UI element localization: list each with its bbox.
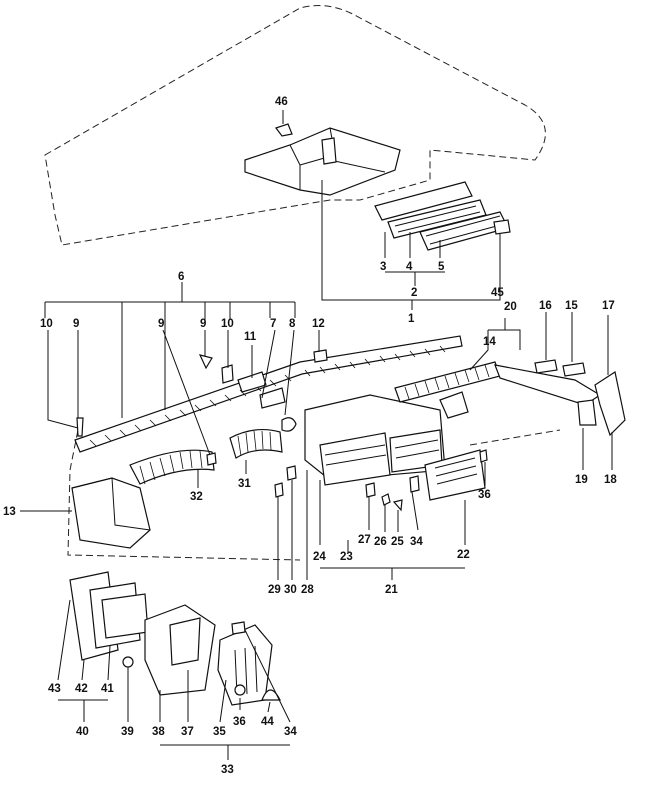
callout-36-upper: 36 bbox=[478, 489, 491, 501]
lower-grille-35 bbox=[217, 621, 281, 706]
lower-duct-37 bbox=[144, 604, 216, 696]
callout-44: 44 bbox=[261, 716, 274, 728]
side-defroster-duct bbox=[74, 335, 463, 453]
callout-39: 39 bbox=[121, 726, 134, 738]
callout-33: 33 bbox=[221, 764, 234, 776]
callout-13: 13 bbox=[3, 506, 16, 518]
callout-7: 7 bbox=[270, 318, 276, 330]
callout-30: 30 bbox=[284, 584, 297, 596]
clip-46-part bbox=[275, 123, 293, 137]
callout-2: 2 bbox=[411, 287, 417, 299]
callout-34-upper: 34 bbox=[410, 536, 423, 548]
side-vent-grille bbox=[424, 449, 486, 501]
screw-39-part bbox=[122, 656, 134, 680]
callout-9-left: 9 bbox=[73, 318, 79, 330]
callout-20: 20 bbox=[504, 301, 517, 313]
callout-10-left: 10 bbox=[40, 318, 53, 330]
callout-15: 15 bbox=[565, 300, 578, 312]
callout-17: 17 bbox=[602, 300, 615, 312]
callout-1: 1 bbox=[408, 313, 415, 325]
callout-36-lower: 36 bbox=[233, 716, 246, 728]
callout-6: 6 bbox=[178, 271, 184, 283]
dashboard-outline bbox=[44, 5, 561, 561]
callout-46: 46 bbox=[275, 96, 288, 108]
callout-32: 32 bbox=[190, 491, 203, 503]
callout-10-right: 10 bbox=[221, 318, 234, 330]
callout-45: 45 bbox=[491, 287, 504, 299]
callout-26: 26 bbox=[374, 536, 387, 548]
callout-28: 28 bbox=[301, 584, 314, 596]
callout-37: 37 bbox=[181, 726, 194, 738]
lower-duct-40 bbox=[69, 571, 149, 661]
callout-9-right: 9 bbox=[200, 318, 206, 330]
callout-18: 18 bbox=[604, 474, 617, 486]
left-side-duct bbox=[71, 477, 151, 549]
callout-12: 12 bbox=[312, 318, 325, 330]
small-clips bbox=[76, 349, 488, 512]
callout-3: 3 bbox=[380, 261, 386, 273]
flex-hose bbox=[129, 428, 283, 485]
callout-21: 21 bbox=[385, 584, 398, 596]
right-side-parts bbox=[534, 359, 626, 437]
callout-43: 43 bbox=[48, 683, 61, 695]
leader-lines bbox=[20, 110, 613, 760]
callout-40: 40 bbox=[76, 726, 89, 738]
callout-27: 27 bbox=[358, 534, 371, 546]
callout-38: 38 bbox=[152, 726, 165, 738]
callout-35: 35 bbox=[213, 726, 226, 738]
callout-5: 5 bbox=[438, 261, 445, 273]
callout-8: 8 bbox=[289, 318, 296, 330]
defroster-nozzle bbox=[244, 127, 401, 196]
callout-labels: 46 3 4 5 2 45 1 6 10 9 9 9 10 7 8 11 12 … bbox=[3, 96, 617, 776]
callout-31: 31 bbox=[238, 478, 251, 490]
callout-34-lower: 34 bbox=[284, 726, 297, 738]
callout-29: 29 bbox=[268, 584, 281, 596]
defroster-garnish bbox=[374, 181, 511, 251]
center-vent-duct bbox=[304, 394, 446, 486]
callout-22: 22 bbox=[457, 549, 470, 561]
callout-19: 19 bbox=[575, 474, 588, 486]
callout-14: 14 bbox=[483, 336, 496, 348]
callout-4: 4 bbox=[406, 261, 413, 273]
callout-25: 25 bbox=[391, 536, 404, 548]
callout-23: 23 bbox=[340, 551, 353, 563]
callout-16: 16 bbox=[539, 300, 552, 312]
callout-24: 24 bbox=[313, 551, 326, 563]
callout-9-mid: 9 bbox=[158, 318, 164, 330]
callout-42: 42 bbox=[75, 683, 88, 695]
callout-41: 41 bbox=[101, 683, 114, 695]
callout-11: 11 bbox=[244, 331, 257, 343]
